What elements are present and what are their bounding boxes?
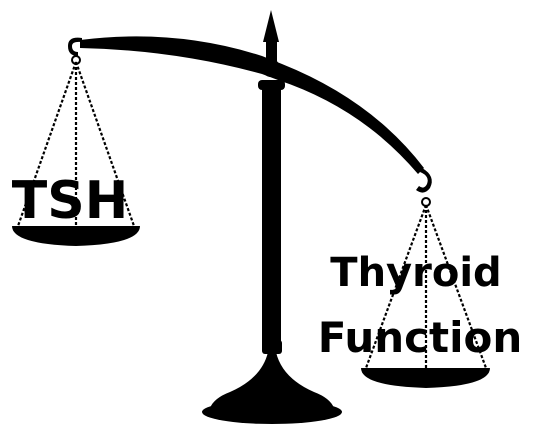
right-pan-ring bbox=[422, 198, 430, 206]
right-pan-label-line1: Thyroid bbox=[330, 250, 501, 296]
scale-pillar bbox=[258, 80, 285, 346]
right-pan bbox=[361, 368, 490, 388]
left-pan-label: TSH bbox=[12, 171, 128, 231]
scale-beam bbox=[68, 36, 432, 192]
right-pan-label-line2: Function bbox=[318, 313, 523, 362]
